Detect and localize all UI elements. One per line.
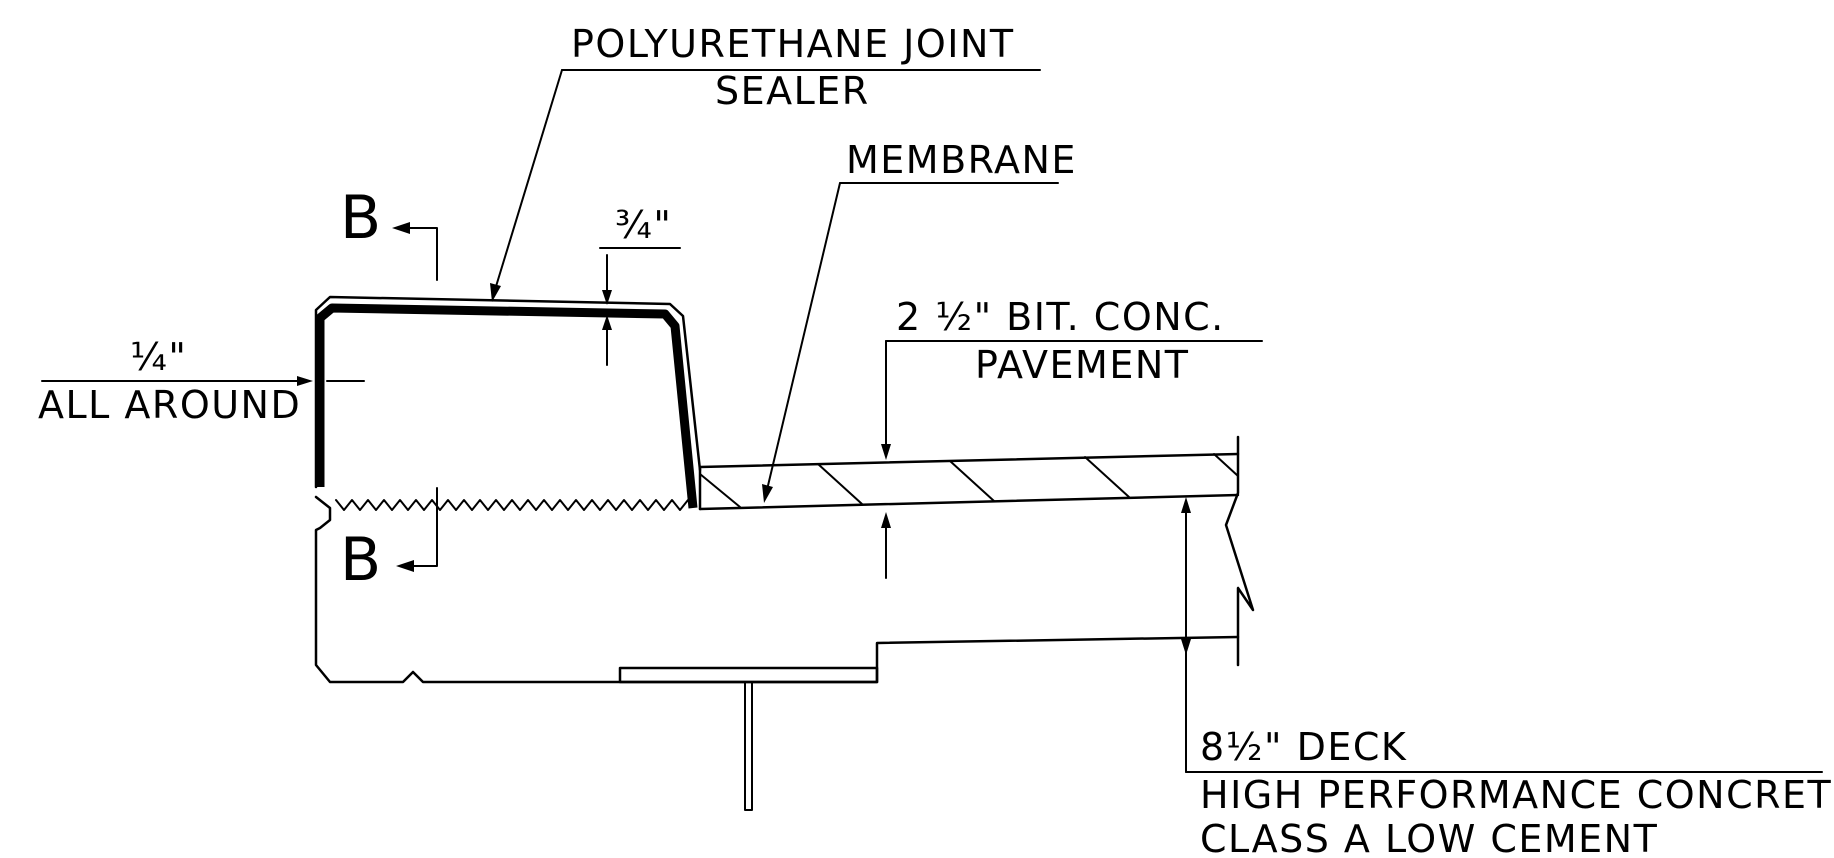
sealer-label-line1: POLYURETHANE JOINT [571, 22, 1015, 66]
construction-joint-zigzag [335, 499, 694, 511]
sealer-label-line2: SEALER [715, 69, 870, 113]
pavement-callout: 2 ½" BIT. CONC. PAVEMENT [881, 295, 1263, 579]
bituminous-pavement [698, 452, 1240, 511]
deck-callout: 8½" DECK HIGH PERFORMANCE CONCRETE, CLAS… [1181, 497, 1834, 858]
deck-label-line1: 8½" DECK [1200, 725, 1407, 769]
section-label-top: B [340, 183, 381, 253]
pavement-label-line2: PAVEMENT [975, 343, 1190, 387]
all-around-label: ALL AROUND [38, 383, 301, 427]
membrane-callout: MEMBRANE [762, 138, 1077, 503]
all-around-dim-label: ¼" [130, 335, 187, 379]
thickness-dimension-label: ¾" [615, 203, 672, 247]
section-marker-bottom: B [340, 487, 438, 595]
deck-label-line2: HIGH PERFORMANCE CONCRETE, [1200, 773, 1834, 817]
thickness-dimension: ¾" [599, 203, 681, 366]
section-marker-top: B [340, 183, 438, 281]
joint-sealer [315, 303, 698, 509]
deck-label-line3: CLASS A LOW CEMENT [1200, 817, 1658, 858]
sealer-callout: POLYURETHANE JOINT SEALER [490, 22, 1041, 302]
membrane-label: MEMBRANE [846, 138, 1077, 182]
concrete-outline [314, 295, 1255, 811]
pavement-label-line1: 2 ½" BIT. CONC. [896, 295, 1225, 339]
all-around-dimension: ¼" ALL AROUND [38, 335, 365, 427]
section-label-bottom: B [340, 525, 381, 595]
